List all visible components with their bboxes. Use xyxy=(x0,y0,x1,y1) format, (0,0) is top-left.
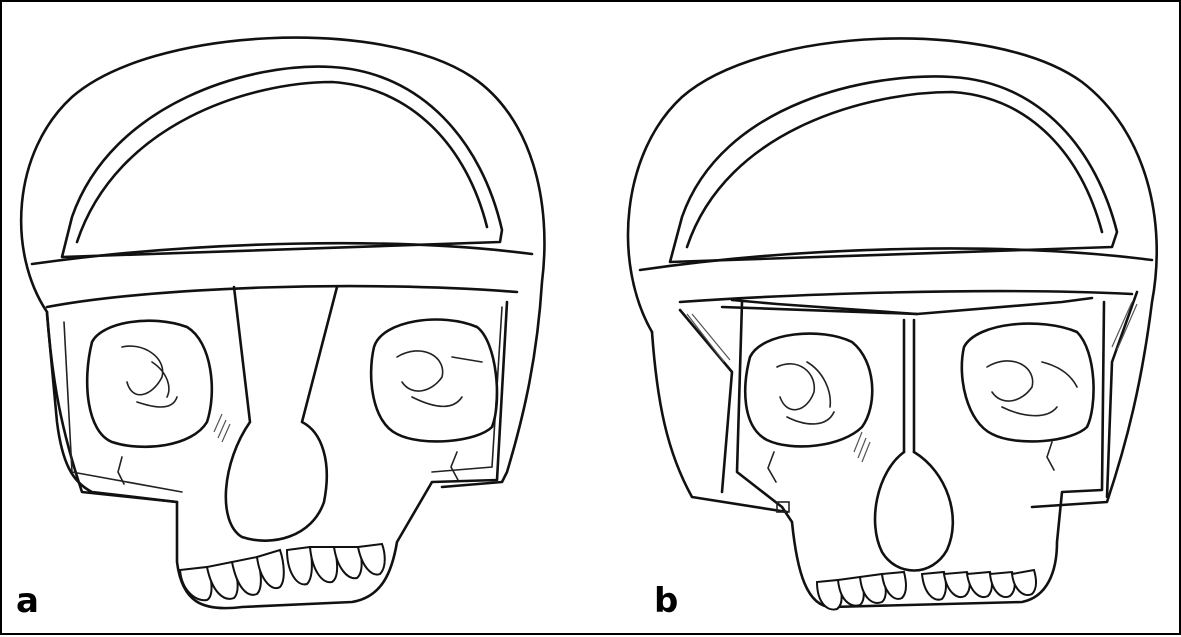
cranial-vault-outline xyxy=(21,38,544,487)
teeth-row xyxy=(180,544,385,600)
face-outline xyxy=(737,302,1104,607)
orbit-right xyxy=(371,320,497,442)
cranial-base-plate xyxy=(640,249,1152,270)
cranial-vault-outline xyxy=(628,38,1157,507)
orbit-left xyxy=(745,334,872,447)
orbit-left xyxy=(87,321,212,447)
nasal-septum xyxy=(904,320,914,452)
skull-drawing-b xyxy=(592,2,1181,637)
skull-drawing-a xyxy=(2,2,592,637)
panel-label-a: a xyxy=(16,584,39,618)
nasal-cavity xyxy=(875,452,953,571)
panel-label-b: b xyxy=(654,584,678,618)
cranial-base-plate xyxy=(32,243,532,264)
nasal-cavity xyxy=(226,287,337,541)
